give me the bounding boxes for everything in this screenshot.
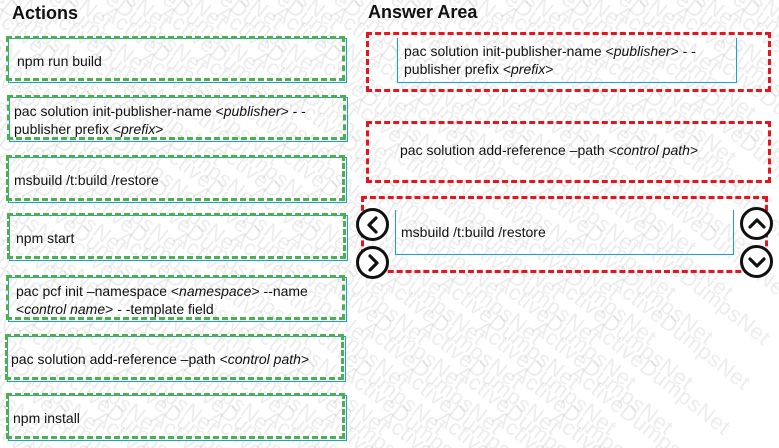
action-label: npm install xyxy=(13,410,80,426)
watermark-text: ActiveDumpsNet xyxy=(528,315,679,440)
watermark-text: ActiveDumpsNet xyxy=(491,270,642,395)
action-item-pac-pcf-init[interactable]: pac pcf init –namespace <namespace> --na… xyxy=(6,275,347,322)
watermark-text: ActiveDumpsNet xyxy=(765,0,779,36)
answer-item-pac-solution-add-reference[interactable]: pac solution add-reference –path <contro… xyxy=(400,142,699,158)
watermark-text: ActiveDumpsNet xyxy=(451,360,602,448)
answer-item-pac-solution-init[interactable]: pac solution init-publisher-name <publis… xyxy=(397,38,737,83)
answer-label: msbuild /t:build /restore xyxy=(401,224,546,240)
watermark-text: ActiveDumpsNet xyxy=(394,360,545,448)
action-label: npm start xyxy=(16,230,75,246)
answer-item-msbuild[interactable]: msbuild /t:build /restore xyxy=(395,210,734,255)
watermark-text: ActiveDumpsNet xyxy=(337,360,488,448)
move-right-button[interactable] xyxy=(356,246,389,279)
action-item-pac-solution-add-reference[interactable]: pac solution add-reference –path <contro… xyxy=(5,334,346,382)
watermark-text: ActiveDumpsNet xyxy=(434,270,585,395)
action-label: pac pcf init –namespace <namespace> --na… xyxy=(16,282,308,317)
watermark-text: ActiveDumpsNet xyxy=(565,360,716,448)
watermark-text: ActiveDumpsNet xyxy=(488,405,639,448)
action-label: npm run build xyxy=(17,52,102,69)
actions-heading: Actions xyxy=(12,3,79,23)
watermark-text: ActiveDumpsNet xyxy=(545,405,696,448)
watermark-text: ActiveDumpsNet xyxy=(357,315,508,440)
watermark-text: ActiveDumpsNet xyxy=(431,405,582,448)
watermark-text: ActiveDumpsNet xyxy=(138,0,289,36)
action-label: pac solution init-publisher-name <publis… xyxy=(14,102,306,137)
watermark-text: ActiveDumpsNet xyxy=(377,270,528,395)
watermark-text: ActiveDumpsNet xyxy=(414,315,565,440)
action-item-npm-start[interactable]: npm start xyxy=(7,213,348,261)
watermark-text: ActiveDumpsNet xyxy=(508,360,659,448)
watermark-text: ActiveDumpsNet xyxy=(195,0,346,36)
chevron-up-icon xyxy=(747,217,766,229)
move-left-button[interactable] xyxy=(356,208,389,241)
chevron-left-icon xyxy=(366,215,378,234)
action-item-npm-run-build[interactable]: npm run build xyxy=(6,36,347,83)
action-item-npm-install[interactable]: npm install xyxy=(6,393,347,441)
watermark-text: ActiveDumpsNet xyxy=(594,0,745,36)
action-label: msbuild /t:build /restore xyxy=(14,172,159,188)
answer-slot-2[interactable] xyxy=(366,121,771,183)
watermark-text: ActiveDumpsNet xyxy=(585,315,736,440)
watermark-text: ActiveDumpsNet xyxy=(548,270,699,395)
watermark-text: ActiveDumpsNet xyxy=(708,0,779,36)
chevron-down-icon xyxy=(747,256,766,268)
action-item-msbuild[interactable]: msbuild /t:build /restore xyxy=(6,155,347,203)
answer-label: pac solution init-publisher-name <publis… xyxy=(404,43,696,77)
answer-slot-1[interactable] xyxy=(366,32,771,92)
watermark-text: ActiveDumpsNet xyxy=(374,405,525,448)
watermark-text: ActiveDumpsNet xyxy=(537,0,688,36)
watermark-text: ActiveDumpsNet xyxy=(81,0,232,36)
action-item-pac-solution-init[interactable]: pac solution init-publisher-name <publis… xyxy=(7,95,348,142)
watermark-text: ActiveDumpsNet xyxy=(605,270,756,395)
watermark-text: ActiveDumpsNet xyxy=(471,315,622,440)
watermark-text: ActiveDumpsNet xyxy=(480,0,631,36)
watermark-text: ActiveDumpsNet xyxy=(651,0,779,36)
action-label: pac solution add-reference –path <contro… xyxy=(11,351,310,367)
watermark-text: ActiveDumpsNet xyxy=(0,45,1,171)
move-down-button[interactable] xyxy=(740,245,773,278)
answer-area-heading: Answer Area xyxy=(368,2,478,22)
chevron-right-icon xyxy=(367,253,379,272)
move-up-button[interactable] xyxy=(740,207,773,240)
